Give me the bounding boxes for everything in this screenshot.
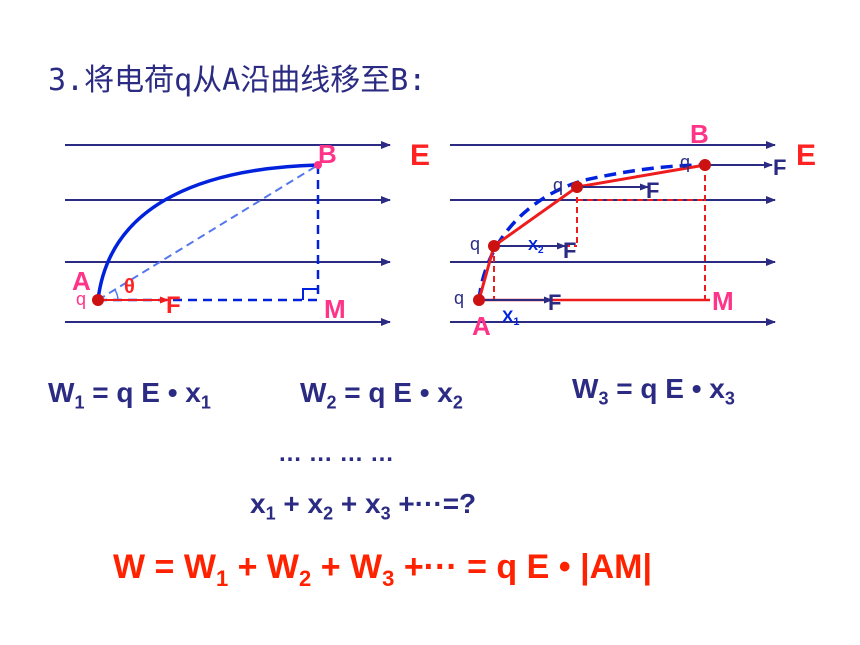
charge-dot-a [92,294,104,306]
label-q-2: q [470,234,480,254]
ellipsis: … … … … [278,440,395,467]
right-angle-mark [302,288,318,300]
field-lines-left [65,141,391,326]
label-q-3: q [553,175,563,195]
label-a-right: A [472,311,491,341]
slide-title: 3.将电荷q从A沿曲线移至B: [48,63,427,98]
chord-ab [97,164,319,301]
right-diagram: A B M E q q q q F F F F X1 X2 [450,119,816,341]
label-m-left: M [324,294,346,324]
diagram-canvas: A B M E q θ F A B M E q [65,119,816,341]
charge-dot-3 [571,181,583,193]
label-b-right: B [690,119,709,149]
label-e-left: E [410,139,430,172]
label-b-left: B [318,139,337,169]
left-diagram: A B M E q θ F [65,139,430,326]
formula-w2: W2 = q E • x2 [300,377,463,413]
label-x2: X2 [528,237,544,256]
label-q-4: q [680,152,690,172]
label-x1: X1 [502,307,519,328]
label-theta: θ [124,276,135,298]
label-q-left: q [76,289,86,309]
label-e-right: E [796,139,816,172]
label-q-1: q [454,288,464,308]
label-m-right: M [712,286,734,316]
charge-dot-4 [699,159,711,171]
label-f-1: F [548,290,561,315]
label-f-left: F [166,292,181,319]
label-f-2: F [563,238,576,263]
label-f-4: F [773,155,786,180]
formula-sum: x1 + x2 + x3 +···=? [250,488,477,524]
angle-arc [114,289,119,301]
label-f-3: F [646,178,659,203]
point-b-dot [314,161,322,169]
polyline-path [477,163,706,301]
formula-w1: W1 = q E • x1 [48,377,211,413]
curved-path [96,163,319,301]
label-a-left: A [72,266,91,296]
formula-w3: W3 = q E • x3 [572,373,735,409]
charge-dot-2 [488,240,500,252]
charge-dot-1 [473,294,485,306]
formula-total-work: W = W1 + W2 + W3 +··· = q E • |AM| [113,548,652,591]
